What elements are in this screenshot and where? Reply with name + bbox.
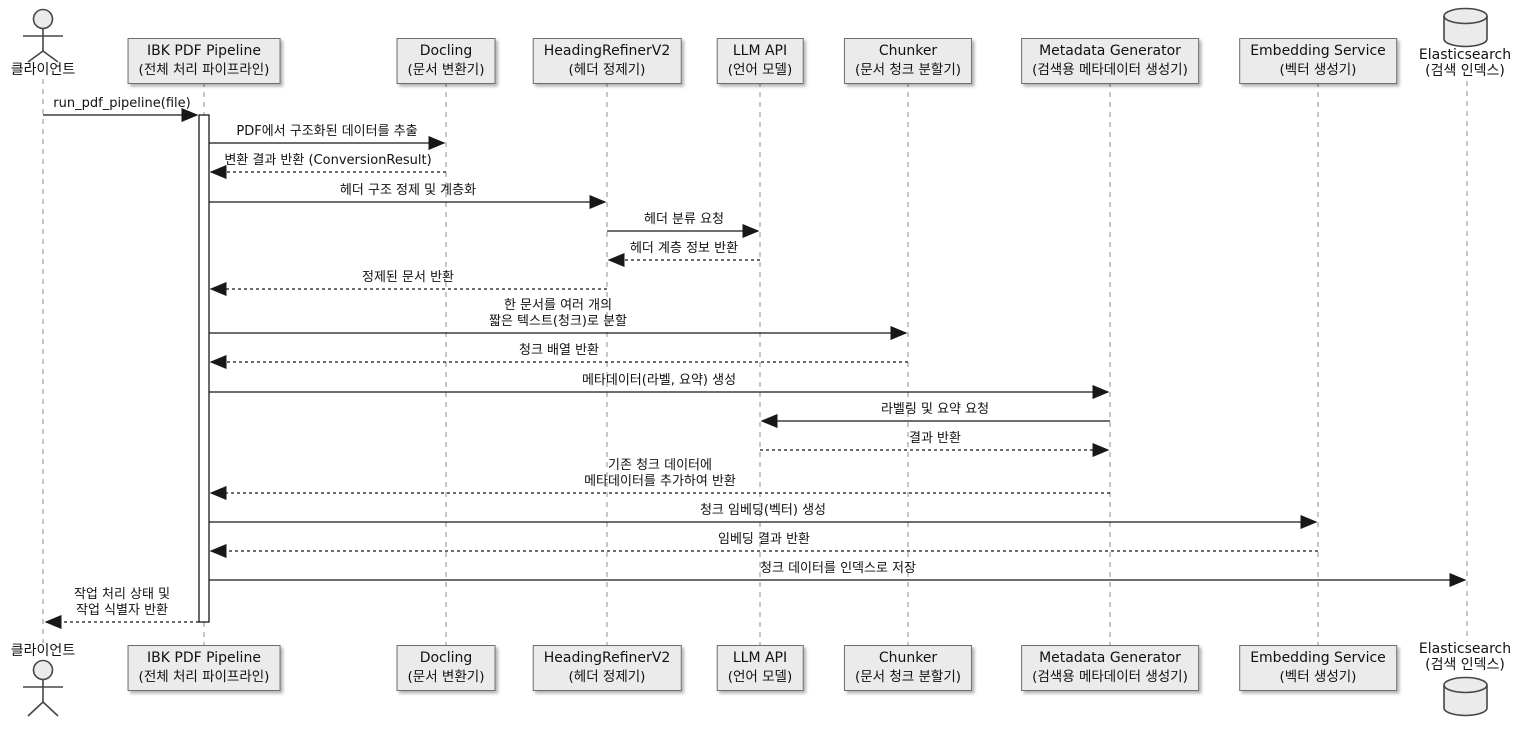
message-label-return-result: 결과 반환 — [909, 431, 961, 446]
participant-subtitle: (문서 청크 분할기) — [854, 669, 962, 685]
participant-subtitle: (언어 모델) — [727, 669, 793, 685]
activation-bar-pipeline — [198, 114, 210, 623]
participant-name: Metadata Generator — [1039, 650, 1181, 666]
participant-name: LLM API — [732, 43, 788, 59]
message-label-line: 기존 청크 데이터에 — [608, 458, 712, 473]
participant-label-elasticsearch-top: Elasticsearch (검색 인덱스) — [1419, 47, 1511, 79]
participant-name: Elasticsearch — [1418, 641, 1512, 657]
participant-name: LLM API — [732, 650, 788, 666]
participant-box-pipeline-top: IBK PDF Pipeline (전체 처리 파이프라인) — [127, 38, 281, 84]
message-label-refine-heading-structure: 헤더 구조 정제 및 계층화 — [339, 183, 477, 198]
participant-box-embedding-service-bottom: Embedding Service (벡터 생성기) — [1239, 645, 1397, 691]
message-label-line: 한 문서를 여러 개의 — [503, 298, 613, 313]
participant-box-metadata-generator-bottom: Metadata Generator (검색용 메타데이터 생성기) — [1021, 645, 1199, 691]
message-label-return-heading-hierarchy: 헤더 계층 정보 반환 — [629, 241, 739, 256]
participant-subtitle: (전체 처리 파이프라인) — [138, 62, 270, 78]
message-label-generate-metadata: 메타데이터(라벨, 요약) 생성 — [581, 373, 737, 388]
participant-name: Chunker — [878, 650, 938, 666]
participant-name: Chunker — [878, 43, 938, 59]
message-label-return-chunk-array: 청크 배열 반환 — [518, 343, 600, 358]
message-label-extract-structured-data: PDF에서 구조화된 데이터를 추출 — [236, 124, 418, 139]
message-label-return-embedding-result: 임베딩 결과 반환 — [718, 532, 810, 547]
participant-name: HeadingRefinerV2 — [543, 650, 671, 666]
message-label-return-refined-document: 정제된 문서 반환 — [362, 270, 454, 285]
message-label-generate-chunk-embedding: 청크 임베딩(벡터) 생성 — [699, 503, 827, 518]
database-icon-bottom — [1443, 676, 1488, 717]
participant-label-elasticsearch-bottom: Elasticsearch (검색 인덱스) — [1419, 641, 1511, 673]
message-label-return-chunks-with-metadata: 기존 청크 데이터에 메타데이터를 추가하여 반환 — [584, 458, 736, 490]
actor-icon-top — [23, 8, 63, 63]
database-icon-top — [1443, 7, 1488, 48]
participant-name: Embedding Service — [1250, 650, 1386, 666]
participant-subtitle: (검색용 메타데이터 생성기) — [1032, 669, 1188, 685]
participant-name: Docling — [419, 43, 473, 59]
participant-box-llm-api-top: LLM API (언어 모델) — [716, 38, 804, 84]
message-label-line: 작업 식별자 반환 — [76, 603, 168, 618]
participant-subtitle: (전체 처리 파이프라인) — [138, 669, 270, 685]
message-label-return-conversion-result: 변환 결과 반환 (ConversionResult) — [224, 153, 432, 168]
participant-box-headingrefiner-top: HeadingRefinerV2 (헤더 정제기) — [532, 38, 682, 84]
participant-subtitle: (벡터 생성기) — [1279, 62, 1357, 78]
participant-box-docling-bottom: Docling (문서 변환기) — [396, 645, 496, 691]
participant-subtitle: (헤더 정제기) — [568, 62, 646, 78]
participant-box-docling-top: Docling (문서 변환기) — [396, 38, 496, 84]
message-label-return-job-status: 작업 처리 상태 및 작업 식별자 반환 — [74, 587, 170, 619]
participant-subtitle: (검색용 메타데이터 생성기) — [1032, 62, 1188, 78]
participant-label-client-bottom: 클라이언트 — [10, 643, 76, 659]
message-label-heading-classification-request: 헤더 분류 요청 — [643, 212, 725, 227]
message-label-line: 짧은 텍스트(청크)로 분할 — [488, 314, 628, 329]
participant-name: IBK PDF Pipeline — [147, 650, 261, 666]
participant-name: Elasticsearch — [1418, 47, 1512, 63]
message-label-store-chunks-to-index: 청크 데이터를 인덱스로 저장 — [760, 561, 916, 576]
participant-subtitle: (검색 인덱스) — [1425, 657, 1505, 673]
message-label-line: 작업 처리 상태 및 — [73, 587, 171, 602]
message-arrows — [43, 107, 1467, 630]
participant-name: Embedding Service — [1250, 43, 1386, 59]
message-label-line: 메타데이터를 추가하여 반환 — [584, 474, 736, 489]
message-label-run-pdf-pipeline: run_pdf_pipeline(file) — [53, 96, 191, 111]
participant-box-chunker-top: Chunker (문서 청크 분할기) — [843, 38, 973, 84]
actor-icon-bottom — [23, 659, 63, 717]
participant-box-metadata-generator-top: Metadata Generator (검색용 메타데이터 생성기) — [1021, 38, 1199, 84]
message-label-split-into-chunks: 한 문서를 여러 개의 짧은 텍스트(청크)로 분할 — [489, 298, 627, 330]
participant-box-headingrefiner-bottom: HeadingRefinerV2 (헤더 정제기) — [532, 645, 682, 691]
participant-subtitle: (문서 변환기) — [407, 669, 485, 685]
participant-subtitle: (헤더 정제기) — [568, 669, 646, 685]
participant-subtitle: (벡터 생성기) — [1279, 669, 1357, 685]
participant-name: Docling — [419, 650, 473, 666]
participant-box-pipeline-bottom: IBK PDF Pipeline (전체 처리 파이프라인) — [127, 645, 281, 691]
participant-subtitle: (문서 청크 분할기) — [854, 62, 962, 78]
participant-label-client-top: 클라이언트 — [10, 62, 76, 78]
participant-subtitle: (문서 변환기) — [407, 62, 485, 78]
participant-subtitle: (언어 모델) — [727, 62, 793, 78]
message-label-labeling-summary-request: 라벨링 및 요약 요청 — [880, 402, 990, 417]
participant-subtitle: (검색 인덱스) — [1425, 63, 1505, 79]
participant-name: Metadata Generator — [1039, 43, 1181, 59]
participant-box-embedding-service-top: Embedding Service (벡터 생성기) — [1239, 38, 1397, 84]
participant-box-llm-api-bottom: LLM API (언어 모델) — [716, 645, 804, 691]
participant-box-chunker-bottom: Chunker (문서 청크 분할기) — [843, 645, 973, 691]
participant-name: IBK PDF Pipeline — [147, 43, 261, 59]
participant-name: HeadingRefinerV2 — [543, 43, 671, 59]
